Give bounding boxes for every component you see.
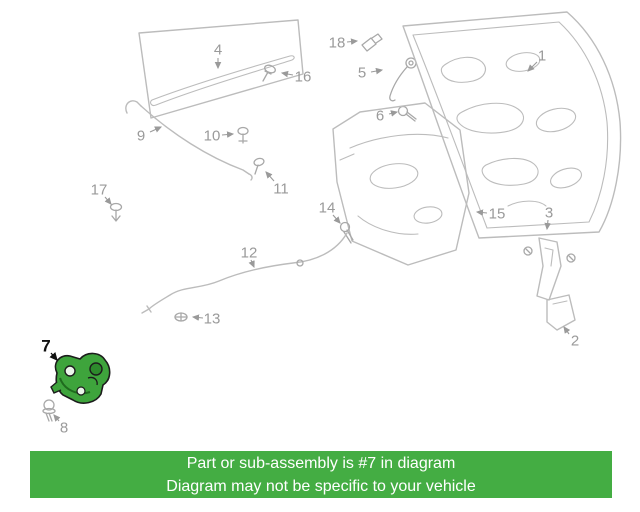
part-label-17: 17	[91, 182, 108, 199]
hood-panel-art	[402, 11, 622, 239]
part-label-15: 15	[489, 206, 506, 223]
part-label-1: 1	[538, 48, 546, 65]
part-label-10: 10	[204, 128, 221, 145]
part-label-7-highlighted: 7	[41, 337, 50, 356]
part-label-8: 8	[60, 420, 68, 437]
part-label-14: 14	[319, 200, 336, 217]
part-label-18: 18	[329, 35, 346, 52]
banner-line-1: Part or sub-assembly is #7 in diagram	[186, 454, 456, 472]
part-label-13: 13	[204, 311, 221, 328]
highlight-banner: Part or sub-assembly is #7 in diagram Di…	[30, 451, 612, 498]
part-label-5: 5	[358, 65, 366, 82]
part-label-16: 16	[295, 69, 312, 86]
hood-insulator-art	[332, 102, 470, 266]
clip-13-art	[174, 312, 188, 322]
release-cable-art	[141, 232, 348, 314]
clip-10-art	[237, 126, 249, 144]
part-label-6: 6	[376, 108, 384, 125]
part-label-3: 3	[545, 205, 553, 222]
banner-line-2: Diagram may not be specific to your vehi…	[166, 477, 476, 495]
part-label-12: 12	[241, 245, 258, 262]
clip-16-art	[262, 64, 276, 82]
bolt-8-art	[42, 399, 56, 422]
leader-lines	[49, 38, 571, 422]
hood-seal-art	[138, 19, 304, 119]
stud-18-art	[361, 33, 383, 52]
part-label-11: 11	[273, 181, 289, 198]
prop-rod-art	[125, 100, 253, 181]
part-label-4: 4	[214, 42, 222, 59]
hood-hinge-art	[523, 237, 576, 331]
rod-5-art	[389, 57, 417, 102]
bolt-6-art	[397, 105, 417, 122]
hood-latch-highlighted	[50, 352, 111, 404]
bolt-14-art	[339, 221, 354, 244]
part-label-9: 9	[137, 128, 145, 145]
clip-11-art	[253, 157, 265, 175]
part-label-2: 2	[571, 333, 579, 350]
clip-17-art	[109, 202, 123, 222]
